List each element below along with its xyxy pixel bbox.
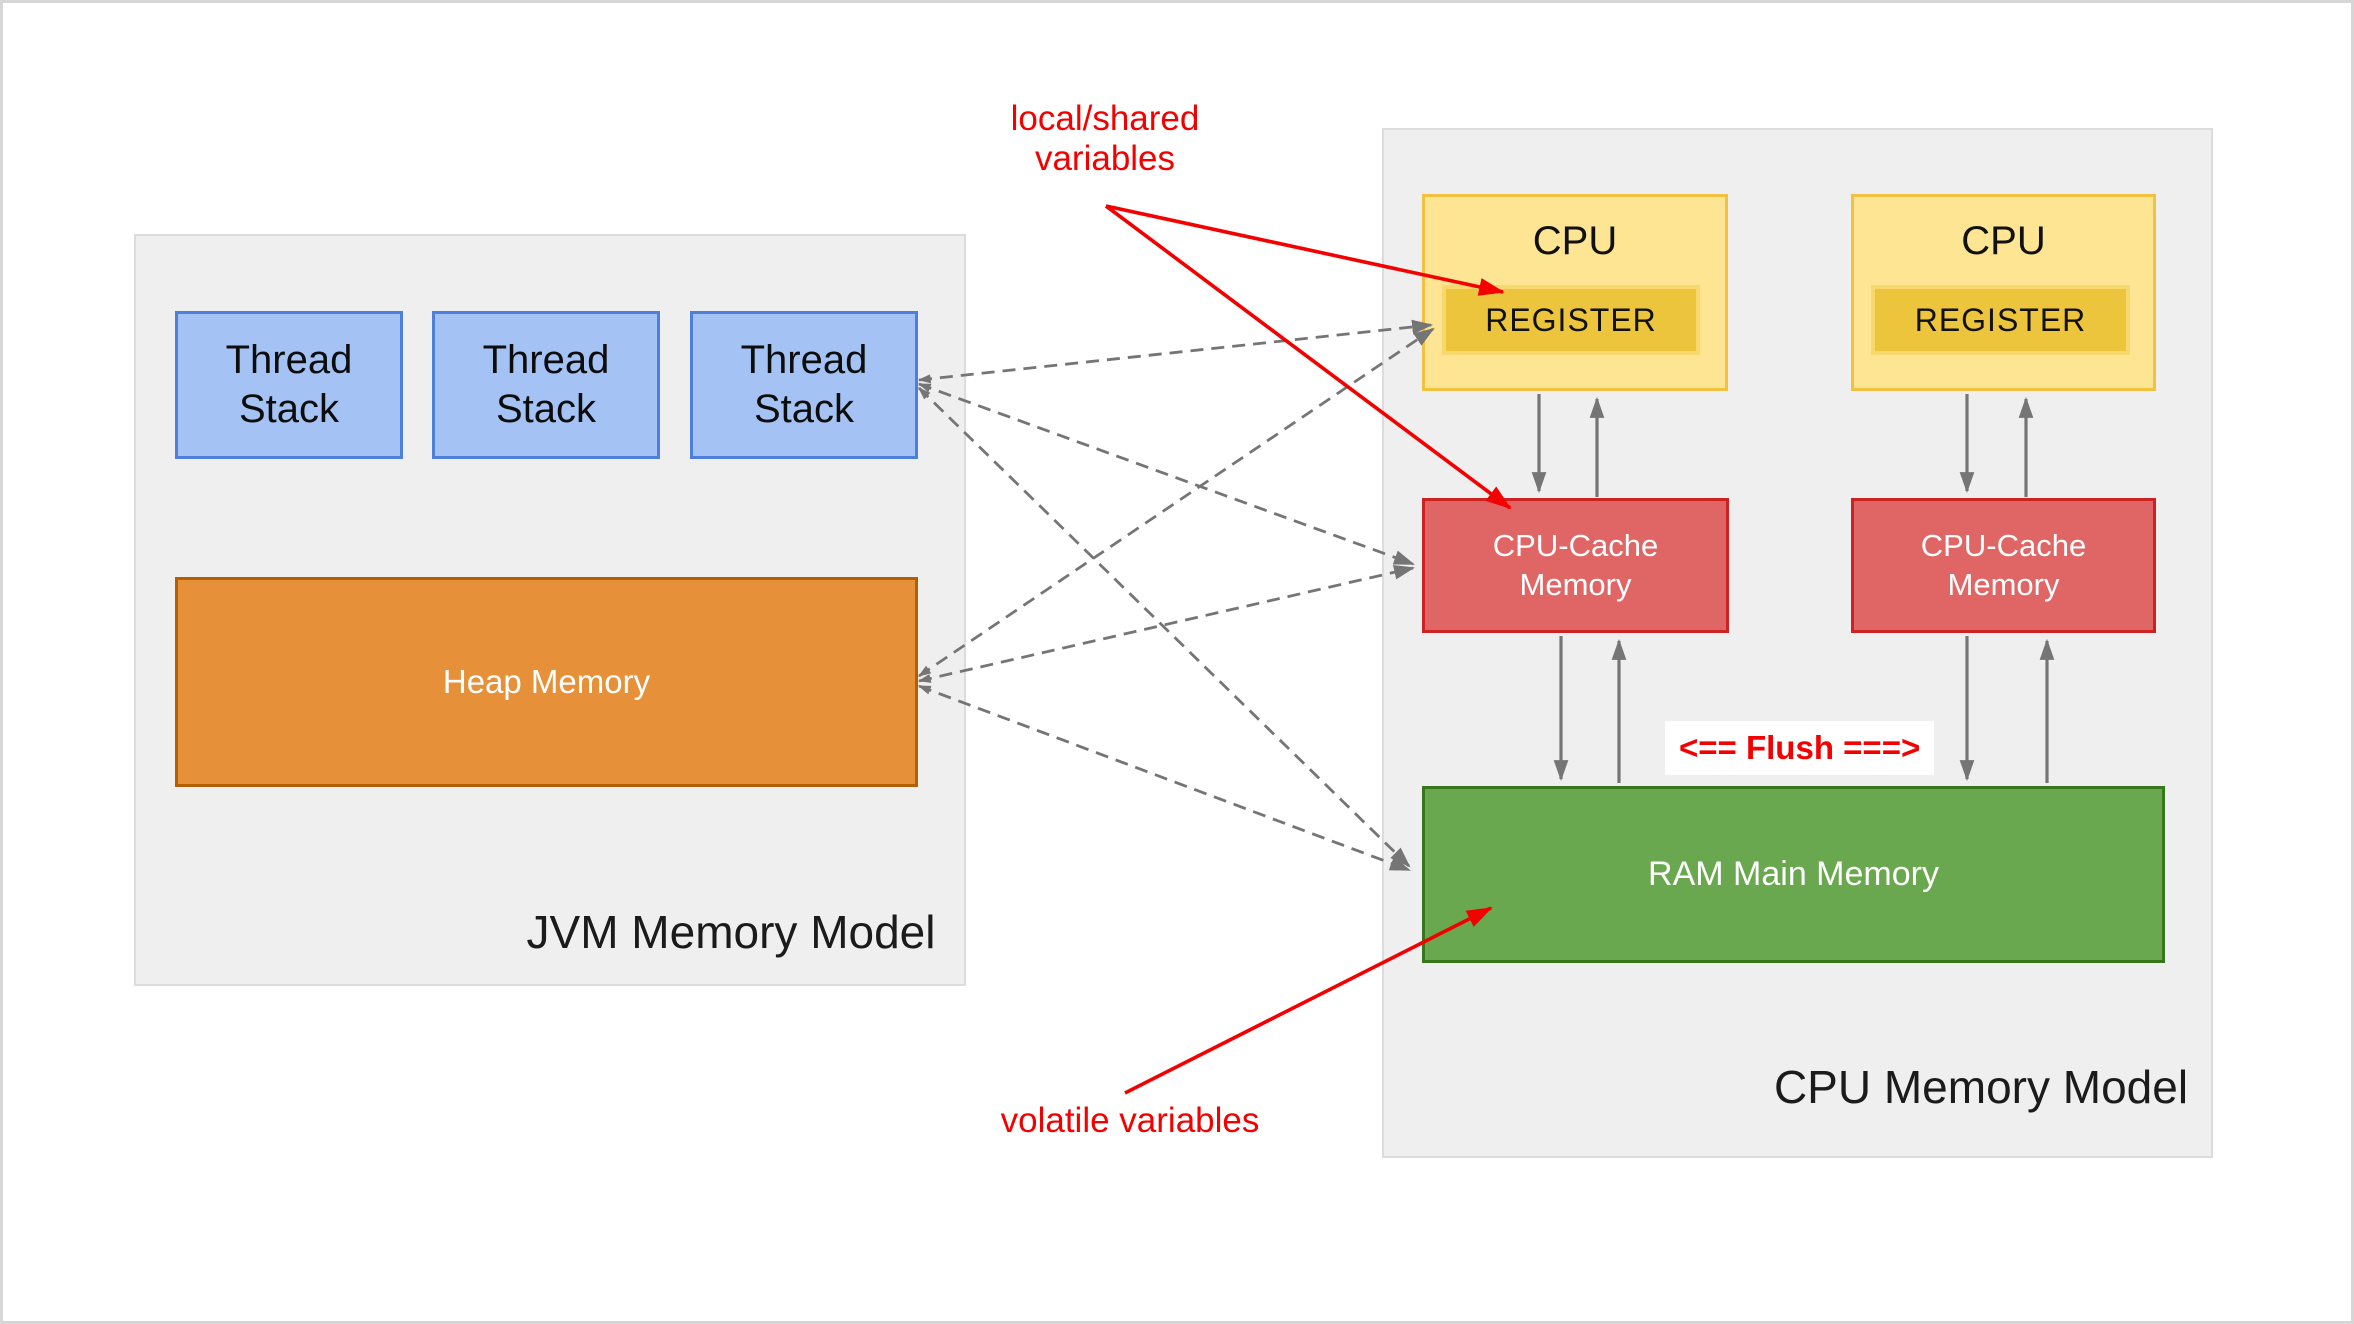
volatile-variables-note: volatile variables <box>1000 1101 1260 1140</box>
register-box-1: REGISTER <box>1442 285 1700 355</box>
connector-heap-cache <box>917 565 1416 683</box>
register-label: REGISTER <box>1914 301 2087 338</box>
jvm-model-title: JVM Memory Model <box>526 906 936 958</box>
thread-stack-label: Thread Stack <box>740 338 868 431</box>
thread-stack-label: Thread Stack <box>225 338 353 431</box>
heap-memory-box: Heap Memory <box>175 577 918 787</box>
connector-thread-ram <box>918 386 1411 868</box>
cpu-cache-label: CPU-Cache Memory <box>1492 527 1659 602</box>
thread-stack-label: Thread Stack <box>482 338 610 431</box>
dashed-connectors <box>917 319 1435 872</box>
ram-main-memory-box: RAM Main Memory <box>1422 786 2165 963</box>
cpu-cache-label: CPU-Cache Memory <box>1920 527 2087 602</box>
register-box-2: REGISTER <box>1871 285 2130 355</box>
connector-thread-register <box>917 319 1434 384</box>
heap-memory-label: Heap Memory <box>442 663 651 700</box>
local-shared-variables-note: local/shared variables <box>1010 99 1200 179</box>
connector-heap-register <box>917 327 1435 678</box>
cpu-model-title: CPU Memory Model <box>1773 1061 2189 1113</box>
thread-stack-box-2: Thread Stack <box>432 311 660 459</box>
cpu-cache-box-1: CPU-Cache Memory <box>1422 498 1729 633</box>
connector-heap-ram <box>917 684 1411 872</box>
cpu-label: CPU <box>1961 219 2046 263</box>
cpu-label: CPU <box>1532 219 1618 263</box>
connector-thread-cache <box>917 382 1415 566</box>
flush-note: <== Flush ===> <box>1665 721 1935 775</box>
cpu-cache-box-2: CPU-Cache Memory <box>1851 498 2156 633</box>
register-label: REGISTER <box>1485 301 1657 338</box>
thread-stack-box-3: Thread Stack <box>690 311 918 459</box>
thread-stack-box-1: Thread Stack <box>175 311 403 459</box>
ram-main-memory-label: RAM Main Memory <box>1648 855 1939 893</box>
